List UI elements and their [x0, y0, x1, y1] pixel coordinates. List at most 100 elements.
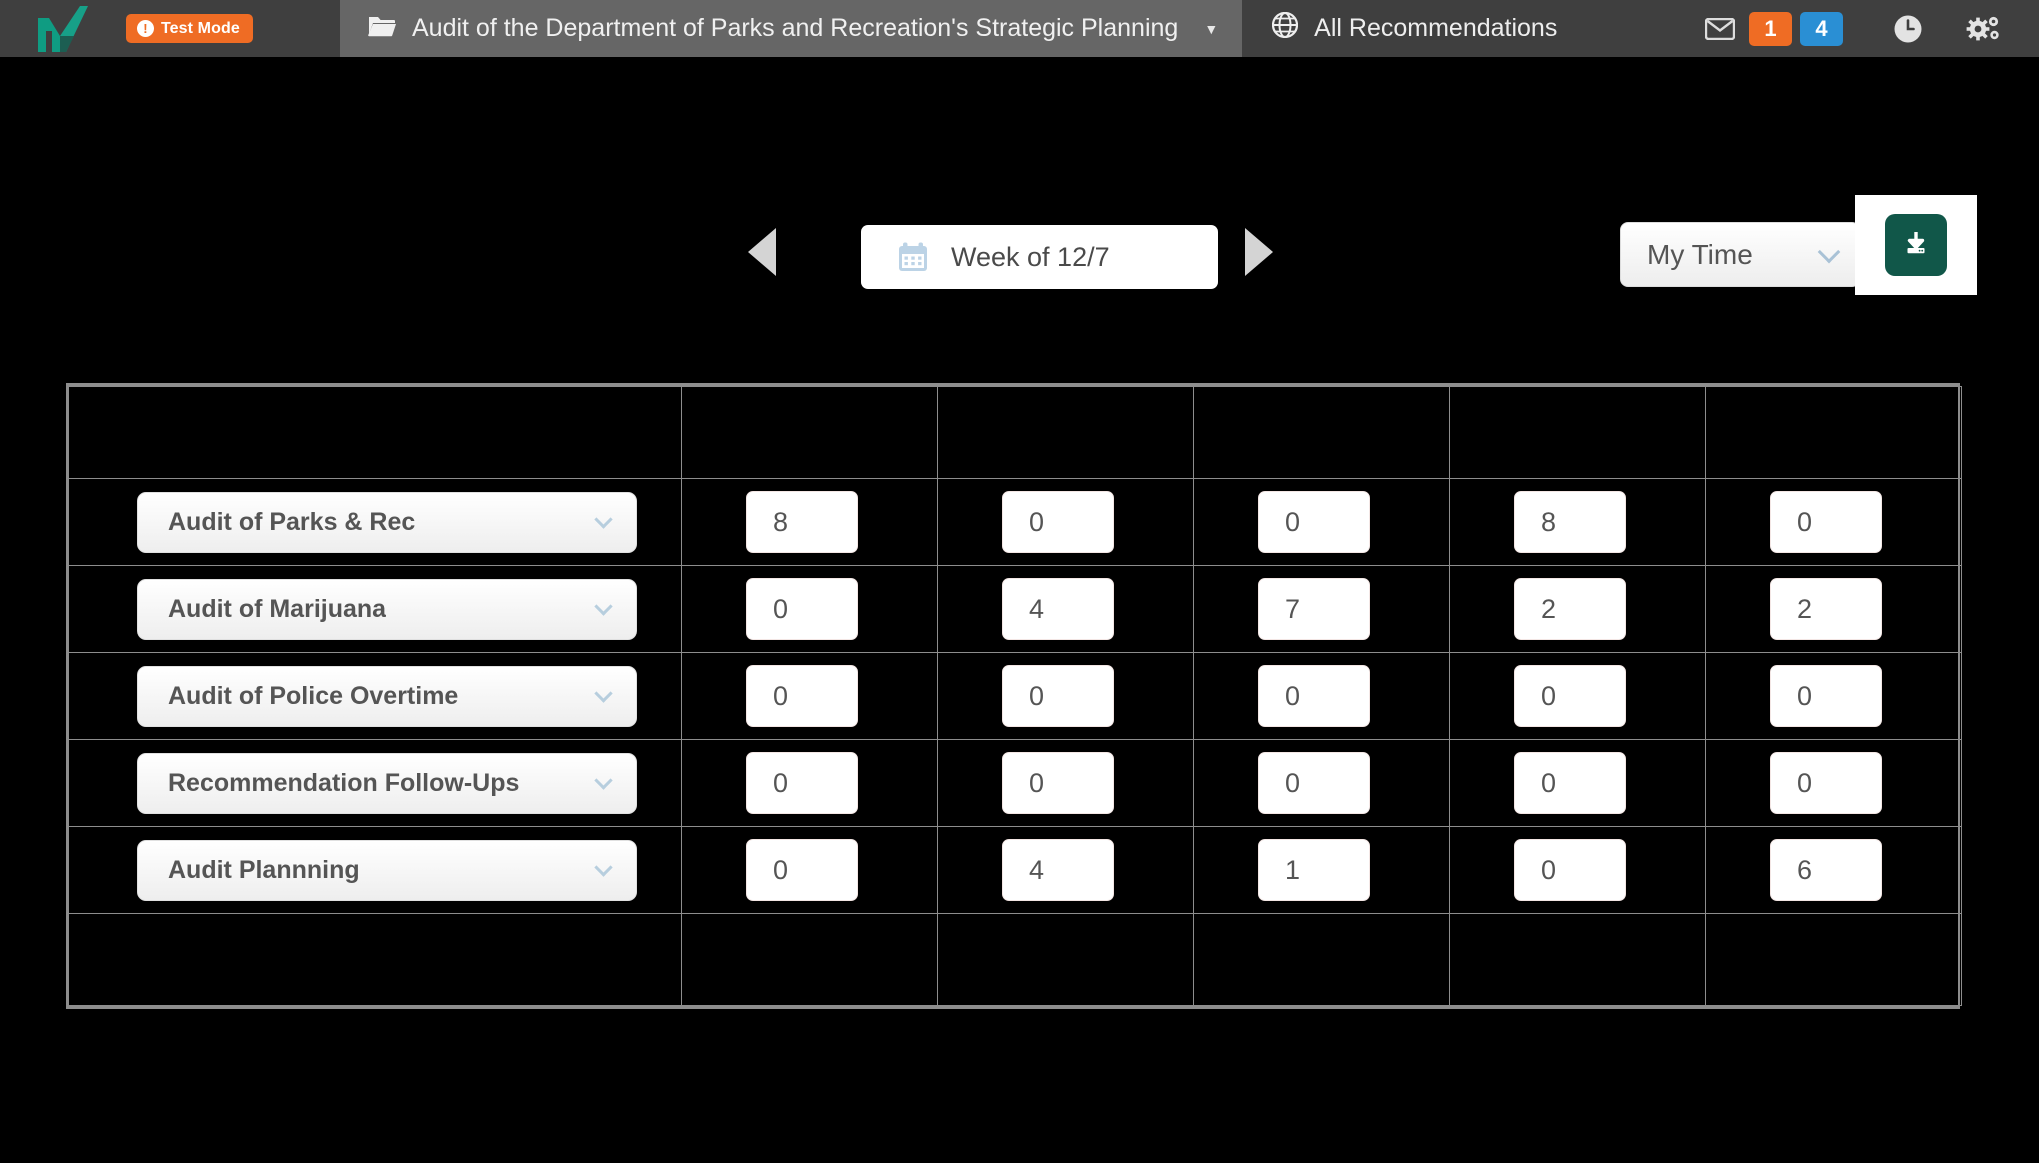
hours-cell: 0	[1705, 739, 1962, 827]
cogs-icon[interactable]	[1965, 14, 2001, 44]
folder-open-icon	[368, 13, 396, 44]
hours-input[interactable]: 0	[746, 752, 858, 814]
chevron-down-icon	[1817, 240, 1841, 263]
footer-cell-day-1	[681, 913, 938, 1006]
hours-input[interactable]: 0	[746, 839, 858, 901]
next-week-arrow[interactable]	[1245, 228, 1273, 276]
hours-cell: 0	[681, 652, 938, 740]
hours-cell: 0	[1449, 739, 1706, 827]
week-date-picker[interactable]: Week of 12/7	[861, 225, 1218, 289]
chevron-down-icon	[594, 684, 613, 703]
download-icon	[1901, 228, 1931, 263]
hours-input[interactable]: 0	[1002, 752, 1114, 814]
calendar-icon	[897, 241, 929, 273]
hours-input[interactable]: 0	[746, 665, 858, 727]
previous-week-arrow[interactable]	[748, 228, 776, 276]
hours-input[interactable]: 0	[1258, 752, 1370, 814]
footer-cell-day-2	[937, 913, 1194, 1006]
globe-icon	[1272, 11, 1299, 45]
chevron-down-icon[interactable]: ▼	[1204, 20, 1219, 37]
hours-input[interactable]: 0	[1258, 665, 1370, 727]
hours-cell: 0	[937, 652, 1194, 740]
chevron-down-icon	[594, 510, 613, 529]
hours-input[interactable]: 0	[1770, 752, 1882, 814]
hours-input[interactable]: 8	[746, 491, 858, 553]
hours-input[interactable]: 0	[1770, 665, 1882, 727]
notification-badge-alerts[interactable]: 4	[1800, 11, 1843, 46]
task-label: Audit of Parks & Rec	[168, 507, 416, 536]
hours-input[interactable]: 0	[1514, 839, 1626, 901]
hours-input[interactable]: 6	[1770, 839, 1882, 901]
hours-input[interactable]: 0	[1770, 491, 1882, 553]
task-cell: Recommendation Follow-Ups	[68, 739, 682, 827]
hours-cell: 6	[1705, 826, 1962, 914]
hours-input[interactable]: 0	[1002, 491, 1114, 553]
timesheet-grid: Audit of Parks & Rec 8 0 0 8 0 Audit of …	[66, 383, 1962, 1009]
hours-cell: 4	[937, 826, 1194, 914]
brand-zone: ! Test Mode	[0, 0, 340, 57]
notification-badge-messages[interactable]: 1	[1749, 11, 1792, 46]
footer-cell-task	[68, 913, 682, 1006]
hours-input[interactable]: 1	[1258, 839, 1370, 901]
chevron-down-icon	[594, 858, 613, 877]
task-label: Recommendation Follow-Ups	[168, 768, 520, 797]
view-scope-value: My Time	[1647, 238, 1753, 270]
footer-cell-day-3	[1193, 913, 1450, 1006]
hours-input[interactable]: 8	[1514, 491, 1626, 553]
task-select[interactable]: Audit of Police Overtime	[137, 665, 637, 727]
hours-input[interactable]: 4	[1002, 578, 1114, 640]
checkmark-m-logo-icon[interactable]	[30, 4, 90, 54]
tab-active-project[interactable]: Audit of the Department of Parks and Rec…	[340, 0, 1243, 57]
hours-input[interactable]: 0	[1002, 665, 1114, 727]
nav-all-recommendations[interactable]: All Recommendations	[1242, 0, 1583, 57]
task-label: Audit of Police Overtime	[168, 681, 459, 710]
hours-cell: 2	[1449, 565, 1706, 653]
download-button[interactable]	[1885, 214, 1947, 276]
header-cell-day-2	[937, 386, 1194, 479]
task-select[interactable]: Recommendation Follow-Ups	[137, 752, 637, 814]
exclamation-circle-icon: !	[137, 20, 154, 37]
table-row: Audit of Marijuana 0 4 7 2 2	[68, 565, 1962, 653]
hours-cell: 0	[681, 565, 938, 653]
hours-input[interactable]: 0	[1514, 665, 1626, 727]
topbar-right-actions: 1 4	[1705, 0, 2039, 57]
task-cell: Audit of Police Overtime	[68, 652, 682, 740]
hours-cell: 0	[1193, 652, 1450, 740]
footer-cell-day-4	[1449, 913, 1706, 1006]
hours-cell: 0	[681, 826, 938, 914]
table-row: Audit of Parks & Rec 8 0 0 8 0	[68, 478, 1962, 566]
week-date-label: Week of 12/7	[951, 241, 1110, 272]
hours-input[interactable]: 7	[1258, 578, 1370, 640]
clock-icon[interactable]	[1893, 14, 1923, 44]
header-cell-day-5	[1705, 386, 1962, 479]
hours-cell: 0	[937, 478, 1194, 566]
task-select[interactable]: Audit of Marijuana	[137, 578, 637, 640]
download-panel	[1855, 195, 1977, 295]
hours-cell: 4	[937, 565, 1194, 653]
task-select[interactable]: Audit of Parks & Rec	[137, 491, 637, 553]
hours-input[interactable]: 2	[1770, 578, 1882, 640]
test-mode-label: Test Mode	[161, 19, 240, 37]
envelope-icon[interactable]	[1705, 17, 1735, 40]
table-row: Audit Plannning 0 4 1 0 6	[68, 826, 1962, 914]
hours-input[interactable]: 0	[1258, 491, 1370, 553]
test-mode-badge[interactable]: ! Test Mode	[126, 14, 253, 43]
hours-input[interactable]: 0	[1514, 752, 1626, 814]
table-footer-row	[68, 913, 1962, 1006]
header-cell-day-4	[1449, 386, 1706, 479]
hours-input[interactable]: 0	[746, 578, 858, 640]
task-select[interactable]: Audit Plannning	[137, 839, 637, 901]
nav-all-recommendations-label: All Recommendations	[1314, 14, 1558, 42]
table-header-row	[68, 386, 1962, 479]
header-cell-day-3	[1193, 386, 1450, 479]
header-cell-task	[68, 386, 682, 479]
hours-cell: 0	[1193, 739, 1450, 827]
task-cell: Audit of Marijuana	[68, 565, 682, 653]
hours-cell: 0	[937, 739, 1194, 827]
table-row: Recommendation Follow-Ups 0 0 0 0 0	[68, 739, 1962, 827]
tab-active-label: Audit of the Department of Parks and Rec…	[412, 14, 1179, 42]
hours-input[interactable]: 2	[1514, 578, 1626, 640]
view-scope-select[interactable]: My Time	[1620, 222, 1860, 287]
hours-input[interactable]: 4	[1002, 839, 1114, 901]
hours-cell: 0	[1193, 478, 1450, 566]
